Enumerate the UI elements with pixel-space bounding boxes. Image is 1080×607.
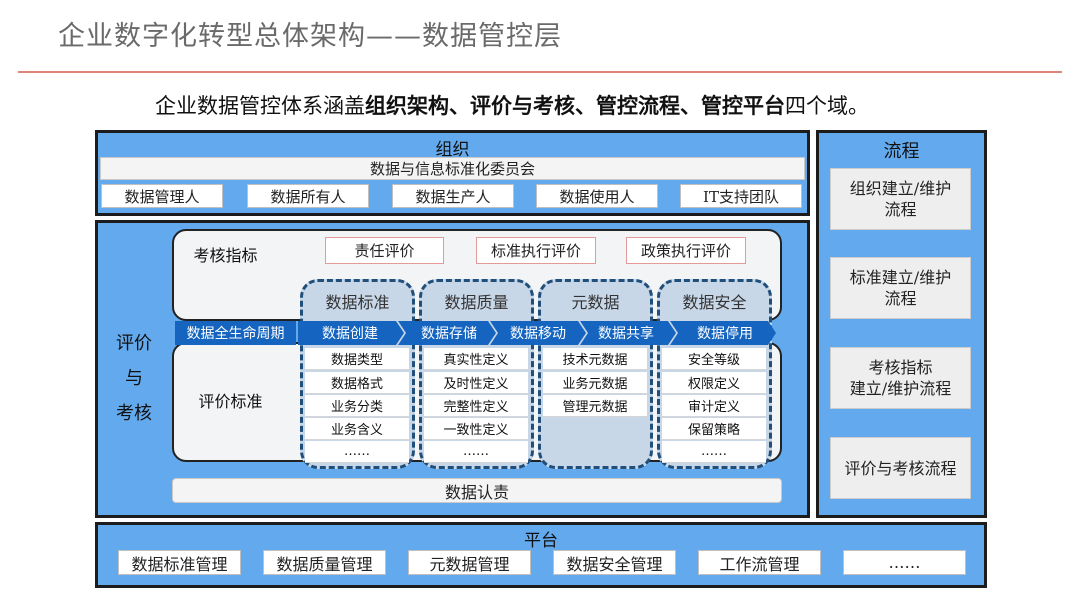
process-item: 考核指标建立/维护流程 <box>830 347 971 409</box>
title-divider <box>18 71 1062 73</box>
platform-chip: 数据质量管理 <box>263 550 386 575</box>
lifecycle-label: 数据全生命周期 <box>175 321 296 345</box>
domain-item: 审计定义 <box>662 395 766 417</box>
lifecycle-stage: 数据停用 <box>697 326 753 342</box>
page-title: 企业数字化转型总体架构——数据管控层 <box>58 21 562 52</box>
domain-item: 数据类型 <box>305 348 409 370</box>
domain-item: 权限定义 <box>662 372 766 394</box>
lifecycle-stage: 数据共享 <box>598 326 654 342</box>
domain-item: …… <box>662 441 766 463</box>
platform-title: 平台 <box>524 531 558 551</box>
domain-item: 及时性定义 <box>424 372 528 394</box>
lifecycle-stage-shape <box>398 321 496 345</box>
subtitle-prefix: 企业数据管控体系涵盖 <box>155 94 365 118</box>
domain-item: 完整性定义 <box>424 395 528 417</box>
role-chip: 数据所有人 <box>247 184 369 208</box>
lifecycle-stage: 数据移动 <box>510 326 566 342</box>
domain-item: 一致性定义 <box>424 418 528 440</box>
domain-title: 数据质量 <box>444 293 509 312</box>
subtitle-bold: 组织架构、评价与考核、管控流程、管控平台 <box>365 93 785 118</box>
lifecycle-stage-shape <box>670 321 776 345</box>
process-item: 组织建立/维护流程 <box>830 168 971 230</box>
evaluation-side-label-3: 考核 <box>116 403 152 424</box>
standards-label: 评价标准 <box>198 392 263 411</box>
process-item-line: 流程 <box>884 289 917 308</box>
process-item: 标准建立/维护流程 <box>830 257 971 319</box>
process-item-line: 评价与考核流程 <box>844 458 957 478</box>
evaluation-side-label-2: 与 <box>125 368 143 389</box>
org-title: 组织 <box>435 140 470 160</box>
domain-item: …… <box>305 441 409 463</box>
role-chip: 数据管理人 <box>101 184 223 208</box>
domain-item: 业务分类 <box>305 395 409 417</box>
role-chip: 数据生产人 <box>392 184 514 208</box>
evaluation-side-label-1: 评价 <box>116 333 152 354</box>
process-item-line: 标准建立/维护 <box>849 268 952 287</box>
committee-bar: 数据与信息标准化委员会 <box>100 157 805 180</box>
domain-title: 数据安全 <box>682 293 747 312</box>
lifecycle-stage-shape <box>580 321 676 345</box>
domain-title: 数据标准 <box>325 293 390 312</box>
lifecycle-stage: 数据存储 <box>421 326 477 342</box>
platform-panel <box>95 522 987 588</box>
domain-item: 管理元数据 <box>543 395 647 417</box>
process-title: 流程 <box>883 141 920 162</box>
lifecycle-stage-shape <box>490 321 586 345</box>
kpi-label: 考核指标 <box>193 246 258 265</box>
domain-item: …… <box>424 441 528 463</box>
domain-item: 真实性定义 <box>424 348 528 370</box>
kpi-chip: 政策执行评价 <box>626 237 746 264</box>
process-item: 评价与考核流程 <box>830 437 971 499</box>
role-chip: 数据使用人 <box>536 184 658 208</box>
lifecycle-stage-shape <box>298 321 404 345</box>
process-item-line: 建立/维护流程 <box>849 379 952 398</box>
process-item-line: 流程 <box>884 200 917 219</box>
platform-chip: 工作流管理 <box>698 550 821 575</box>
platform-chip: 数据安全管理 <box>553 550 676 575</box>
domain-item: 数据格式 <box>305 372 409 394</box>
platform-chip: 数据标准管理 <box>118 550 241 575</box>
domain-item: 保留策略 <box>662 418 766 440</box>
lifecycle-stage: 数据创建 <box>322 326 378 342</box>
platform-chip: 元数据管理 <box>408 550 531 575</box>
platform-chip: …… <box>843 550 966 575</box>
kpi-chip: 标准执行评价 <box>476 237 596 264</box>
process-item-line: 组织建立/维护 <box>849 179 952 198</box>
domain-title: 元数据 <box>571 293 620 312</box>
subtitle: 企业数据管控体系涵盖组织架构、评价与考核、管控流程、管控平台四个域。 <box>155 90 869 120</box>
domain-item: 技术元数据 <box>543 348 647 370</box>
role-chip: IT支持团队 <box>680 184 802 208</box>
process-item-line: 考核指标 <box>868 358 933 377</box>
subtitle-suffix: 四个域。 <box>785 94 869 118</box>
kpi-chip: 责任评价 <box>325 237 444 264</box>
domain-item: 业务含义 <box>305 418 409 440</box>
domain-item: 业务元数据 <box>543 372 647 394</box>
lifecycle-arrow <box>298 321 776 345</box>
domain-item: 安全等级 <box>662 348 766 370</box>
accountability-bar: 数据认责 <box>172 478 782 503</box>
